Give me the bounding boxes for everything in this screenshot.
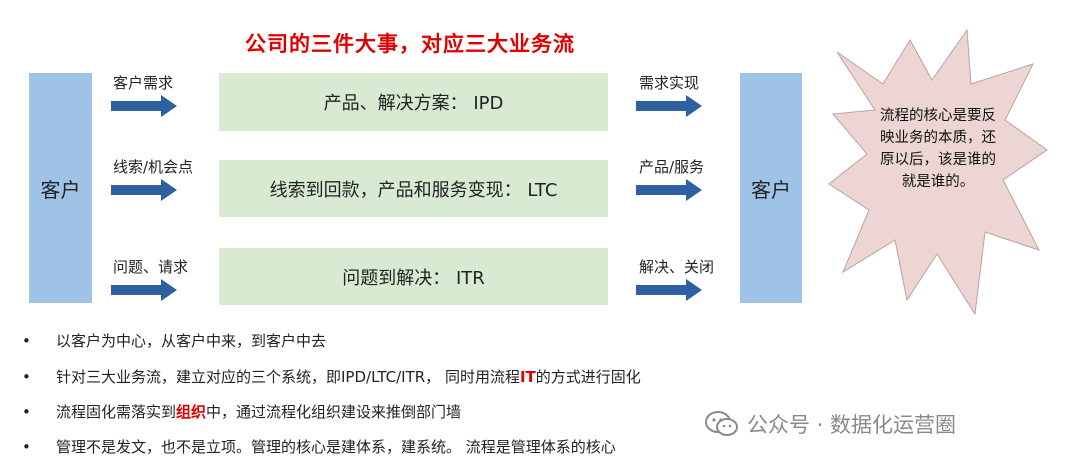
- flow-input-label: 客户需求: [113, 74, 174, 92]
- right-customer-box: 客户: [740, 73, 802, 303]
- bullet-item: • 流程固化需落实到组织中，通过流程化组织建设来推倒部门墙: [22, 401, 461, 422]
- starburst-callout-shape: [828, 28, 1048, 316]
- bullet-text: 的方式进行固化: [535, 368, 641, 386]
- flow-box-label: 线索到回款，产品和服务变现： LTC: [269, 179, 558, 201]
- flow-box: 线索到回款，产品和服务变现： LTC: [219, 160, 608, 217]
- bullet-text: 管理不是发文，也不是立项。管理的核心是建体系，建系统。 流程是管理体系的核心: [56, 438, 616, 456]
- bullet-highlight: IT: [519, 368, 536, 386]
- flow-input-label: 问题、请求: [113, 258, 189, 276]
- watermark: 公众号 · 数据化运营圈: [705, 409, 956, 439]
- bullet-text: 以客户为中心，从客户中来，到客户中去: [56, 332, 327, 350]
- input-arrow-icon: [111, 95, 177, 117]
- input-arrow-icon: [111, 179, 177, 201]
- bullet-text: 流程固化需落实到: [56, 403, 177, 421]
- diagram-title: 公司的三件大事，对应三大业务流: [245, 32, 575, 56]
- bullet-item: • 以客户为中心，从客户中来，到客户中去: [22, 330, 326, 351]
- output-arrow-icon: [636, 179, 702, 201]
- bullet-dot: •: [22, 368, 31, 386]
- flow-output-label: 需求实现: [639, 74, 700, 92]
- flow-output-label: 解决、关闭: [639, 258, 715, 276]
- bullet-dot: •: [22, 403, 31, 421]
- watermark-text: 公众号 · 数据化运营圈: [747, 413, 957, 437]
- output-arrow-icon: [636, 279, 702, 301]
- starburst-text: 流程的核心是要反映业务的本质，还原以后，该是谁的就是谁的。: [880, 108, 996, 190]
- flow-box: 问题到解决： ITR: [219, 248, 608, 305]
- wechat-icon: [705, 411, 738, 436]
- input-arrow-icon: [111, 279, 177, 301]
- flow-box-label: 产品、解决方案： IPD: [323, 93, 504, 114]
- bullet-highlight: 组织: [176, 403, 207, 421]
- bullet-item: • 针对三大业务流，建立对应的三个系统，即IPD/LTC/ITR， 同时用流程IT…: [22, 366, 641, 387]
- bullet-dot: •: [22, 438, 31, 456]
- bullet-item: • 管理不是发文，也不是立项。管理的核心是建体系，建系统。 流程是管理体系的核心: [22, 436, 616, 457]
- flow-input-label: 线索/机会点: [113, 158, 194, 176]
- flow-box: 产品、解决方案： IPD: [219, 73, 608, 131]
- flow-output-label: 产品/服务: [639, 158, 705, 176]
- flow-box-label: 问题到解决： ITR: [342, 267, 485, 289]
- bullet-text: 中，通过流程化组织建设来推倒部门墙: [206, 403, 462, 421]
- bullet-dot: •: [22, 332, 31, 350]
- left-customer-label: 客户: [40, 177, 81, 202]
- right-customer-label: 客户: [751, 177, 791, 202]
- output-arrow-icon: [636, 95, 702, 117]
- bullet-text: 针对三大业务流，建立对应的三个系统，即IPD/LTC/ITR， 同时用流程: [56, 368, 520, 386]
- left-customer-box: 客户: [29, 73, 92, 303]
